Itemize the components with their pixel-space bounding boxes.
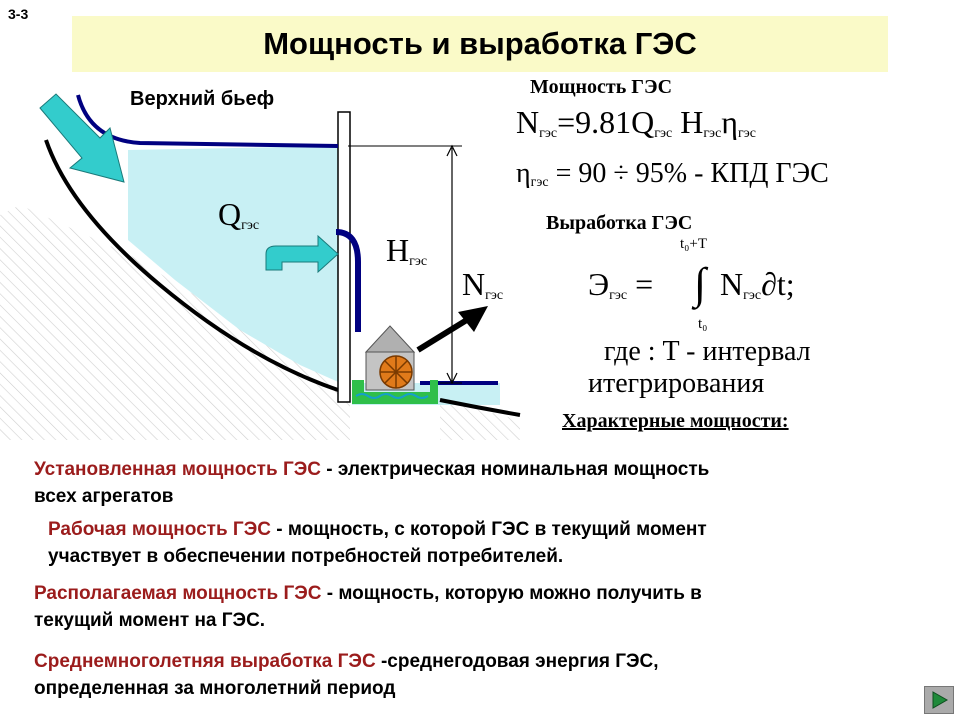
output-heading: Выработка ГЭС [546,212,693,234]
power-output-line [416,315,472,353]
penstock [335,229,361,332]
characteristic-heading: Характерные мощности: [562,410,789,432]
inflow-arrow [39,93,125,183]
integral-lower-limit: t₀ [698,316,708,332]
definition-working: Рабочая мощность ГЭС - мощность, с котор… [48,519,707,567]
definition-average-output: Среднемноголетняя выработка ГЭС -среднег… [34,651,659,699]
play-icon [932,691,949,709]
upper-pool-label: Верхний бьеф [130,88,275,110]
hydro-station-diagram [0,93,521,440]
where-line-2: итегрирования [588,368,765,399]
powerhouse-roof [364,325,416,353]
power-heading: Мощность ГЭС [530,76,673,98]
downstream-bed-line [439,398,521,417]
flow-q-arrow [265,234,339,274]
riverbed-line [44,139,339,392]
h-label: Hгэс [386,232,428,269]
upper-water-line [76,94,339,148]
next-slide-button[interactable] [924,686,954,714]
integral-sign: ∫ [694,259,707,308]
q-label: Qгэс [218,196,260,233]
output-formula: Эгэс = [588,266,654,303]
slide-number: 3-3 [8,6,29,22]
ground-hatch [0,205,350,440]
n-label: Nгэс [462,266,504,303]
definition-available: Располагаемая мощность ГЭС - мощность, к… [34,583,702,631]
power-output-arrow [458,306,488,332]
slide-title: Мощность и выработка ГЭС [263,26,697,61]
reservoir-water [128,146,345,385]
ground-hatch-downstream [440,400,520,440]
efficiency-formula: ηгэс = 90 ÷ 95% - КПД ГЭС [516,158,829,190]
turbine-wheel [379,355,413,389]
power-formula: Nгэс=9.81Qгэс Hгэсηгэс [516,104,756,141]
where-line-1: где : T - интервал [604,336,811,367]
integral-upper-limit: t₀+T [680,236,708,252]
definition-installed: Установленная мощность ГЭС - электрическ… [34,459,710,507]
title-banner [72,16,888,72]
integrand: Nгэс∂t; [720,266,795,303]
dam-wall [337,111,351,403]
